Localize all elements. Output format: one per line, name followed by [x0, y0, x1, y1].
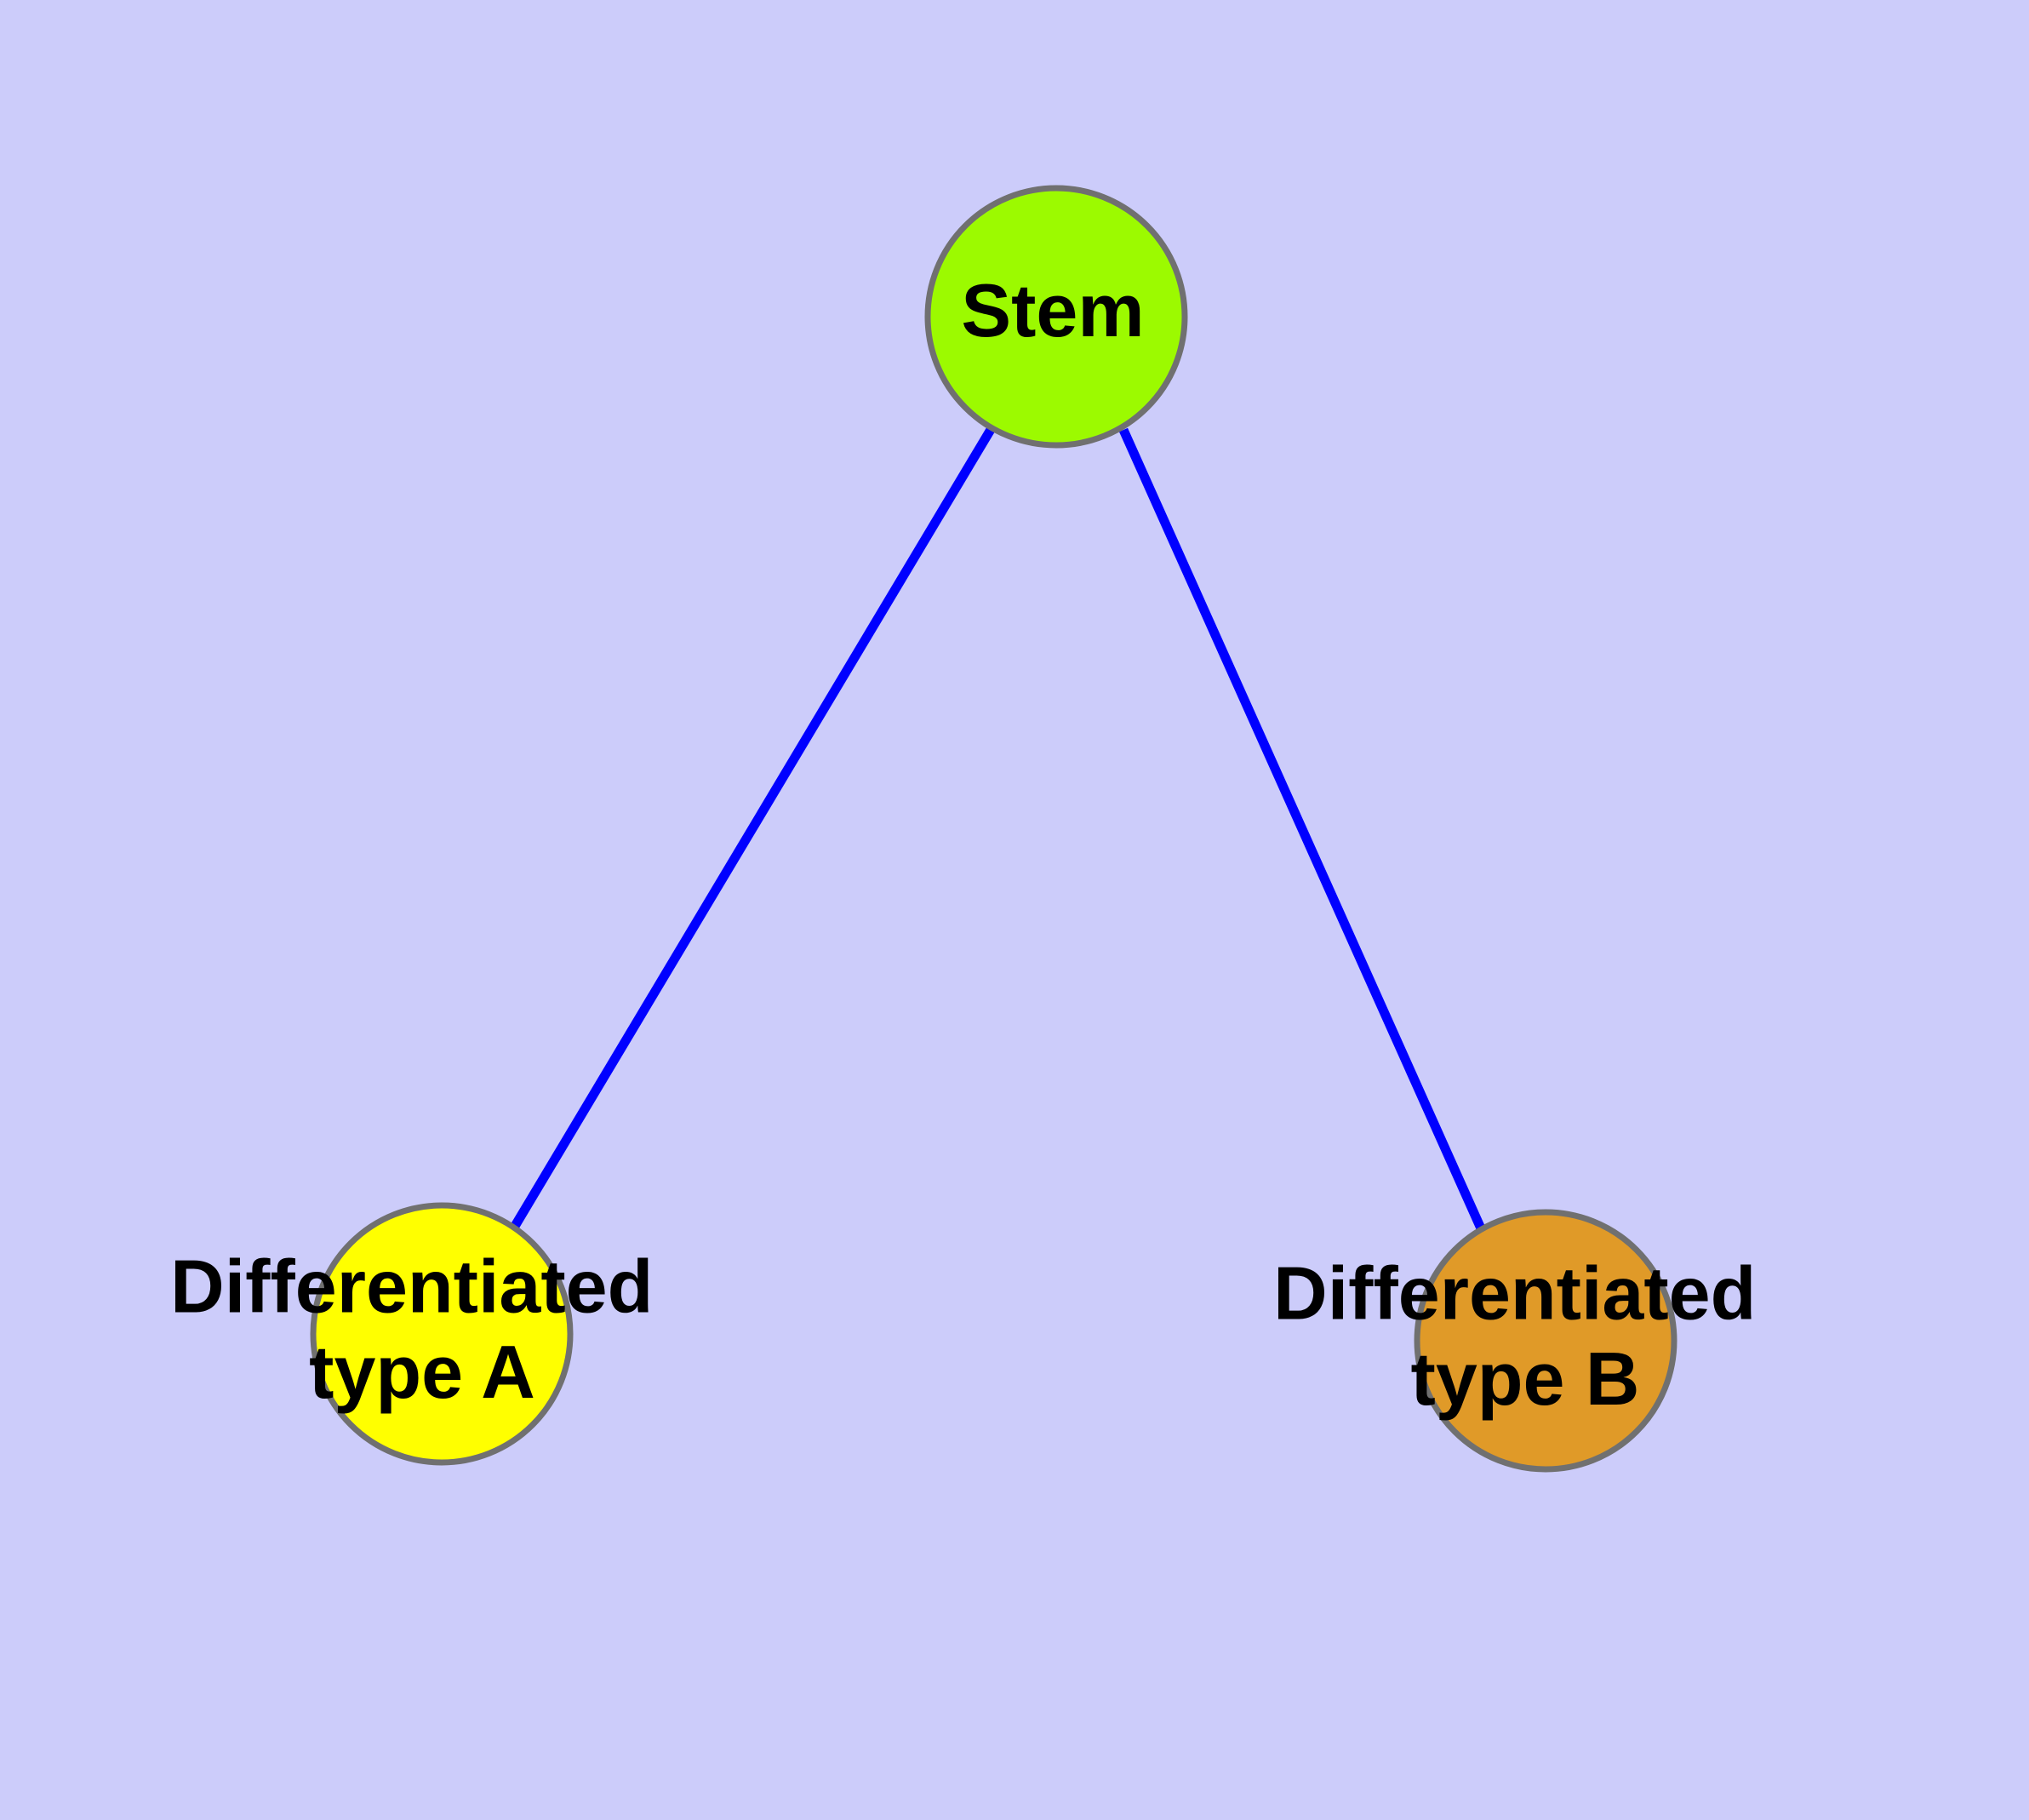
edge-stem-to-diff-a[interactable]: [510, 426, 996, 1230]
node-stem-label-line-1: Stem: [961, 268, 1144, 352]
node-diff-a-label: Differentiated type A: [170, 1245, 674, 1414]
node-diff-a[interactable]: [310, 1202, 574, 1466]
node-diff-b-label-line-1: Differentiated: [1273, 1251, 1756, 1336]
node-stem-circle[interactable]: [924, 185, 1188, 449]
node-diff-a-label-line-2: type A: [309, 1330, 535, 1414]
edge-stem-to-diff-b[interactable]: [1118, 427, 1486, 1231]
node-diff-b-label-line-2: type B: [1411, 1336, 1640, 1421]
node-stem-label: Stem: [961, 268, 1144, 352]
node-diff-a-label-line-1: Differentiated: [170, 1245, 653, 1329]
node-diff-a-circle[interactable]: [310, 1202, 574, 1466]
label-layer: Stem Differentiated type A Differentiate…: [170, 268, 1777, 1421]
node-diff-b-label: Differentiated type B: [1273, 1251, 1777, 1421]
node-stem[interactable]: [924, 185, 1188, 449]
node-diff-b[interactable]: [1414, 1209, 1677, 1473]
edge-layer: [510, 426, 1486, 1231]
node-diff-b-circle[interactable]: [1414, 1209, 1677, 1473]
node-layer: [310, 185, 1677, 1473]
